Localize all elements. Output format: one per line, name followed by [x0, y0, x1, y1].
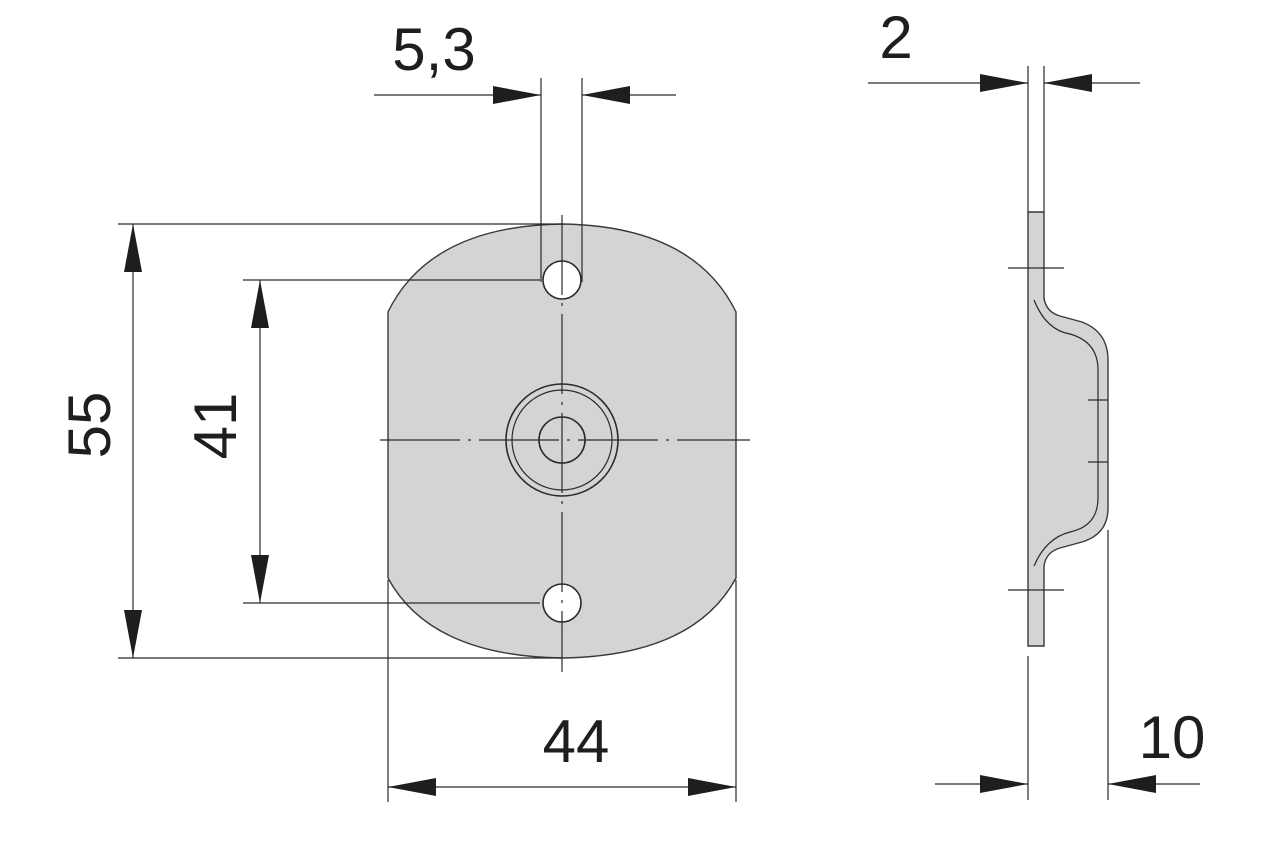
dim-overall-width-label: 44	[543, 708, 610, 775]
mounting-plate-side	[1027, 211, 1109, 647]
dim-overall-width: 44	[387, 580, 737, 802]
dim-hole-spacing-label: 41	[182, 393, 249, 460]
dim-hole-spacing: 41	[182, 279, 540, 604]
dim-overall-depth: 10	[935, 530, 1205, 800]
dim-slot-width-label: 5,3	[392, 16, 475, 83]
dim-overall-depth-label: 10	[1139, 704, 1206, 771]
side-view	[1008, 211, 1109, 647]
front-view	[380, 215, 750, 672]
dim-plate-thickness: 2	[868, 4, 1140, 212]
dim-overall-height-label: 55	[56, 392, 123, 459]
dim-slot-width: 5,3	[374, 16, 676, 282]
dim-plate-thickness-label: 2	[879, 4, 912, 71]
dim-overall-height: 55	[56, 223, 562, 659]
